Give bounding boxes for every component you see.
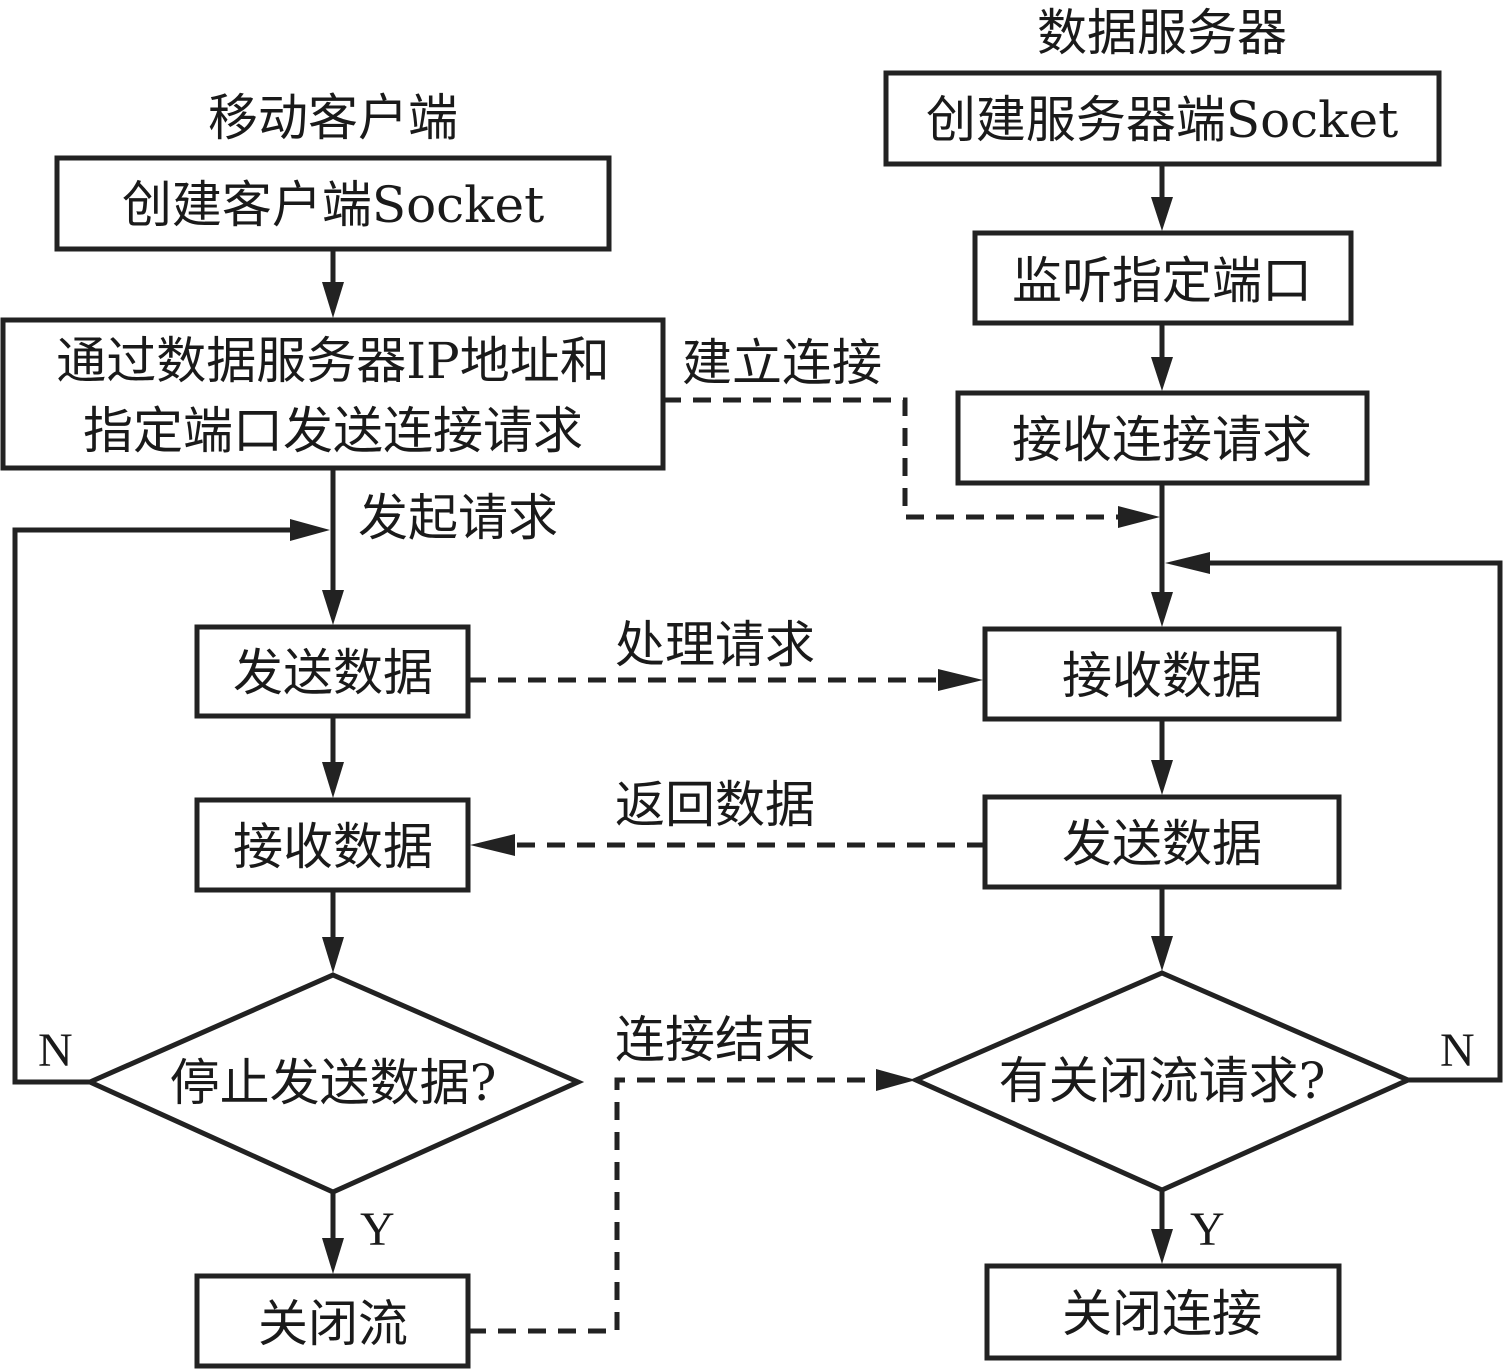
server-arrow-decision-yes <box>1151 1190 1173 1264</box>
edge-process-request <box>468 669 983 691</box>
server-yes-label: Y <box>1190 1203 1225 1256</box>
server-title: 数据服务器 <box>1037 4 1287 62</box>
server-decision-node: 有关闭流请求? <box>909 970 1415 1193</box>
client-arrow-receive-to-decision <box>322 890 344 973</box>
edge-connection-end-label: 连接结束 <box>615 1011 815 1069</box>
client-no-label: N <box>38 1024 73 1077</box>
edge-initiate-request-label: 发起请求 <box>358 489 558 547</box>
server-accept-request-label: 接收连接请求 <box>1012 411 1312 469</box>
edge-connection-end <box>468 1069 916 1334</box>
server-create-socket-node: 创建服务器端Socket <box>883 70 1442 167</box>
edge-establish-connection <box>663 397 1160 528</box>
server-arrow-listen-to-accept <box>1151 323 1173 391</box>
client-connect-request-node: 通过数据服务器IP地址和 指定端口发送连接请求 <box>0 317 666 471</box>
server-arrow-accept-to-receive <box>1151 483 1173 627</box>
server-decision-label: 有关闭流请求? <box>999 1052 1326 1110</box>
client-arrow-create-to-connect <box>322 249 344 318</box>
server-receive-data-node: 接收数据 <box>982 626 1342 722</box>
server-no-label: N <box>1440 1024 1475 1077</box>
edge-establish-connection-label: 建立连接 <box>682 334 882 392</box>
server-create-socket-label: 创建服务器端Socket <box>926 91 1398 149</box>
server-receive-data-label: 接收数据 <box>1062 647 1262 705</box>
client-arrow-send-to-receive <box>322 716 344 798</box>
client-decision-node: 停止发送数据? <box>83 972 585 1195</box>
client-receive-data-label: 接收数据 <box>233 818 433 876</box>
client-arrow-connect-to-send <box>322 468 344 625</box>
client-send-data-node: 发送数据 <box>194 624 471 719</box>
client-create-socket-label: 创建客户端Socket <box>122 176 544 234</box>
server-close-connection-node: 关闭连接 <box>984 1263 1342 1361</box>
client-receive-data-node: 接收数据 <box>194 797 471 893</box>
edge-process-request-label: 处理请求 <box>615 616 815 674</box>
edge-return-data <box>470 834 985 856</box>
client-arrow-decision-no-loop <box>12 519 330 1085</box>
server-arrow-decision-no-loop <box>1165 552 1503 1083</box>
client-arrow-decision-yes <box>322 1192 344 1274</box>
client-title: 移动客户端 <box>208 89 458 147</box>
client-create-socket-node: 创建客户端Socket <box>54 155 612 252</box>
server-arrow-create-to-listen <box>1151 164 1173 231</box>
server-arrow-receive-to-send <box>1151 719 1173 795</box>
server-close-connection-label: 关闭连接 <box>1062 1285 1262 1343</box>
client-close-stream-label: 关闭流 <box>258 1295 408 1353</box>
server-send-data-node: 发送数据 <box>982 794 1342 890</box>
server-arrow-send-to-decision <box>1151 887 1173 971</box>
edge-return-data-label: 返回数据 <box>615 776 815 834</box>
client-close-stream-node: 关闭流 <box>194 1273 471 1369</box>
client-connect-request-line1: 通过数据服务器IP地址和 <box>56 332 609 390</box>
client-yes-label: Y <box>360 1203 395 1256</box>
server-listen-port-label: 监听指定端口 <box>1012 252 1312 310</box>
client-connect-request-line2: 指定端口发送连接请求 <box>83 402 583 460</box>
client-decision-label: 停止发送数据? <box>170 1054 497 1112</box>
client-send-data-label: 发送数据 <box>233 644 433 702</box>
server-send-data-label: 发送数据 <box>1062 815 1262 873</box>
server-listen-port-node: 监听指定端口 <box>972 230 1354 326</box>
server-accept-request-node: 接收连接请求 <box>955 390 1370 486</box>
